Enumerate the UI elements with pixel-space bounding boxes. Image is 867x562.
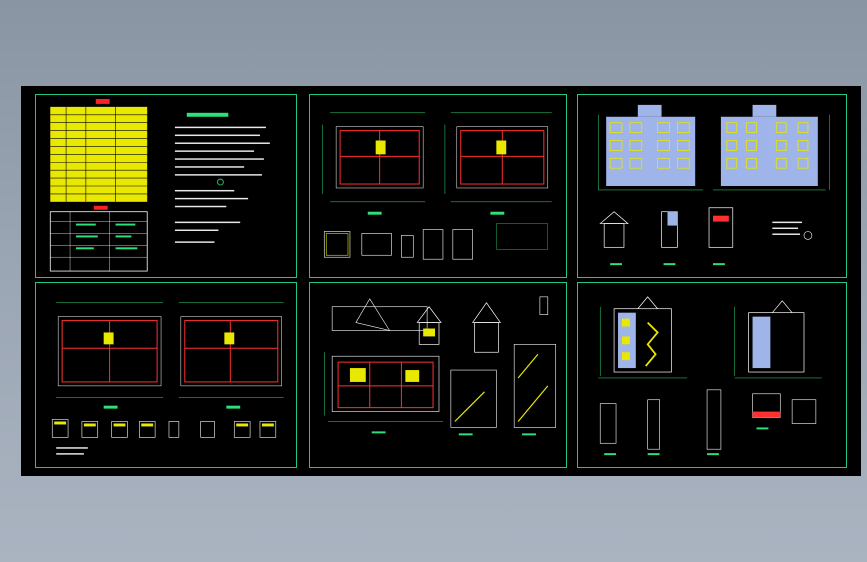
sheet-sections[interactable]: [577, 282, 847, 468]
elevations-drawing: [598, 104, 830, 266]
sheet-floor-plans-upper[interactable]: [309, 94, 567, 278]
design-notes-drawing: [49, 98, 270, 272]
floor-plans-upper-drawing: [322, 112, 552, 260]
sheet-floor-plans-lower[interactable]: [35, 282, 297, 468]
floor-plans-lower-drawing: [51, 302, 284, 455]
sheet-elevations[interactable]: [577, 94, 847, 278]
stair-details-drawing: [323, 296, 557, 436]
cad-drawing-canvas[interactable]: [21, 86, 861, 476]
sections-drawing: [598, 296, 822, 456]
sheet-stair-details[interactable]: [309, 282, 567, 468]
sheet-design-notes[interactable]: [35, 94, 297, 278]
